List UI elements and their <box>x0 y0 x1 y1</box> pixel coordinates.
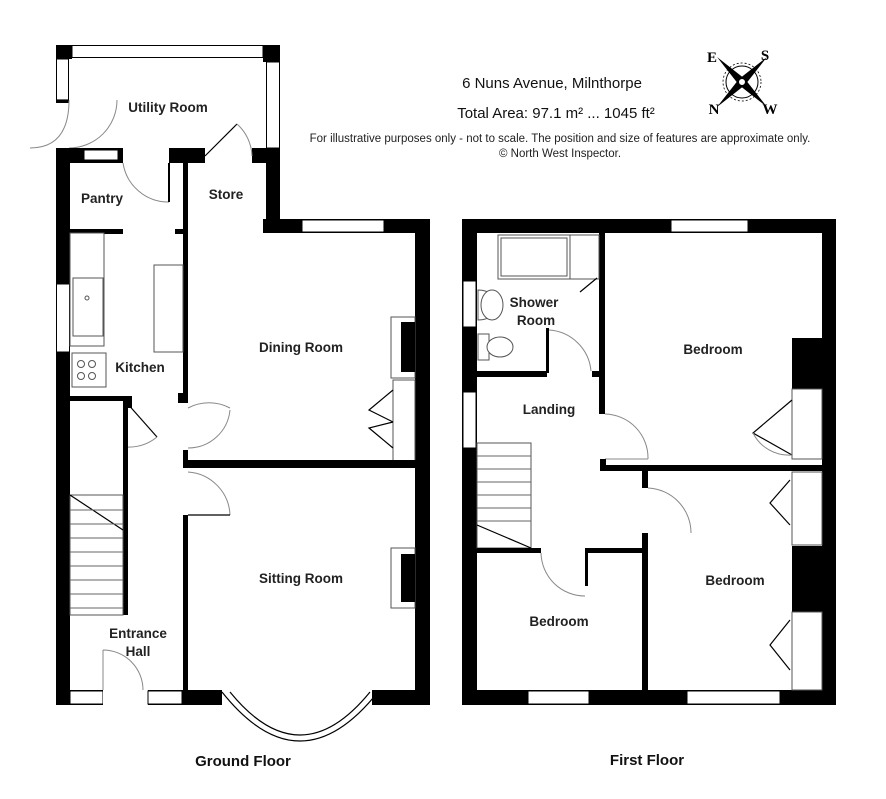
compass-rose-icon: E S N W <box>707 48 778 118</box>
window <box>69 690 104 705</box>
hob-icon <box>71 352 107 388</box>
cupboard <box>392 379 416 464</box>
room-label-kitchen: Kitchen <box>115 360 165 375</box>
room-label-landing: Landing <box>523 402 576 417</box>
wardrobe <box>791 611 823 691</box>
compass-e: E <box>707 50 717 66</box>
window <box>147 690 183 705</box>
floor-title-ground: Ground Floor <box>195 753 291 770</box>
window <box>266 61 280 149</box>
total-area: Total Area: 97.1 m² ... 1045 ft² <box>457 105 655 122</box>
window <box>56 58 69 101</box>
window <box>686 690 781 705</box>
compass-w: W <box>763 102 778 118</box>
room-label-shower: Shower <box>510 295 560 310</box>
sink-icon <box>72 277 104 337</box>
staircase <box>69 494 124 616</box>
room-label-utility: Utility Room <box>128 100 208 115</box>
ground-floor-plan: Utility Room Pantry Store Kitchen Dining… <box>29 45 430 770</box>
window <box>83 149 119 161</box>
room-label-sitting: Sitting Room <box>259 571 343 586</box>
room-label-dining: Dining Room <box>259 340 343 355</box>
compass-s: S <box>761 48 769 64</box>
compass-n: N <box>709 102 720 118</box>
window <box>527 690 590 705</box>
room-label-bedroom-3: Bedroom <box>529 614 588 629</box>
room-label-shower-room: Room <box>517 313 555 328</box>
worktop <box>153 264 184 353</box>
first-floor-plan: Shower Room Landing Bedroom Bedroom Bedr… <box>462 219 836 769</box>
window <box>71 45 264 58</box>
disclaimer: For illustrative purposes only - not to … <box>310 133 811 145</box>
room-label-bedroom-2: Bedroom <box>705 573 764 588</box>
address-title: 6 Nuns Avenue, Milnthorpe <box>462 75 642 92</box>
room-label-entrance: Entrance <box>109 626 167 641</box>
window <box>301 219 385 233</box>
window <box>670 219 749 233</box>
floor-title-first: First Floor <box>610 752 684 769</box>
window <box>56 283 70 353</box>
bay-window <box>221 691 379 742</box>
room-label-hall: Hall <box>126 644 151 659</box>
room-label-pantry: Pantry <box>81 191 124 206</box>
room-label-store: Store <box>209 187 244 202</box>
staircase <box>476 442 532 549</box>
window <box>462 391 477 449</box>
window <box>462 280 477 328</box>
wardrobe <box>791 388 823 460</box>
wardrobe <box>791 471 823 546</box>
room-label-bedroom-1: Bedroom <box>683 342 742 357</box>
copyright: © North West Inspector. <box>499 148 621 160</box>
